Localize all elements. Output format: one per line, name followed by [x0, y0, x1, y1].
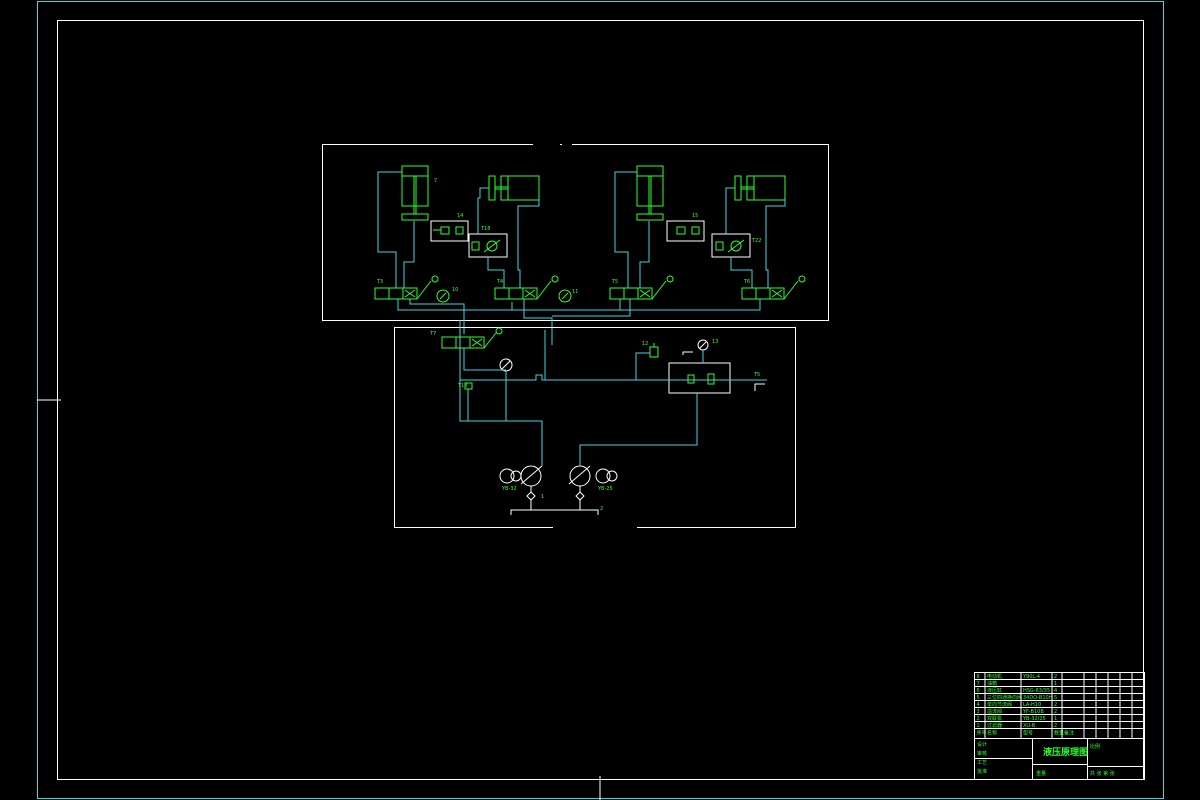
directional-valve-3: T5	[609, 275, 674, 300]
pump-left-label: YB-32	[501, 486, 517, 492]
parts-list-cell: XU-B	[1023, 723, 1036, 729]
parts-list-cell: 34DO-B10H	[1023, 695, 1053, 701]
parts-list-cell: Y90L-4	[1022, 674, 1040, 680]
gauge-2-label: 11	[572, 289, 578, 295]
directional-valve-2: T4 11	[494, 275, 578, 303]
check-1-label: 14	[457, 213, 463, 219]
parts-list-cell: 油箱	[987, 680, 997, 687]
valve-1-label: T3	[376, 279, 383, 285]
parts-list-cell: 1	[1054, 681, 1057, 687]
parts-list-cell: 2	[1054, 674, 1057, 680]
pump-right: YB-25 2	[568, 465, 618, 512]
parts-list-cell: 4	[977, 702, 980, 708]
hydraulic-cylinder-2	[488, 175, 540, 201]
parts-list-header-cell: 名称	[987, 730, 997, 737]
parts-list-cell: 过滤器	[987, 722, 1002, 729]
parts-list-cell: 5	[977, 695, 980, 701]
parts-list-cell: 2	[1054, 709, 1057, 715]
title-block-scale-label: 比例	[1090, 743, 1100, 750]
valve-4-label: T6	[743, 279, 750, 285]
tank-left-number: 1	[541, 494, 544, 500]
parts-list-cell: HSG-63/35	[1023, 688, 1050, 694]
parts-list-header-cell: 数量	[1054, 730, 1064, 737]
parts-list-header-cell: 备注	[1064, 730, 1074, 737]
parts-list-cell: LA-H10	[1023, 702, 1041, 708]
parts-list-cell: 2	[977, 716, 980, 722]
tank-line	[510, 509, 599, 515]
tank-right-number: 2	[600, 506, 603, 512]
parts-list-cell: YF-B10B	[1022, 709, 1044, 715]
parts-list-cell: 1	[977, 723, 980, 729]
parts-list-cell: 8	[977, 674, 980, 680]
relief-1-label: 12	[642, 341, 648, 347]
title-block-label: 设计	[977, 741, 987, 748]
parts-list-cell: 溢流阀	[987, 708, 1002, 715]
parts-list-header-cell: 序号	[977, 730, 987, 737]
parts-list-cell: 双联泵	[987, 715, 1002, 722]
valve-2-label: T4	[496, 279, 503, 285]
throttle-1-label: T18	[480, 226, 490, 232]
relief-2-label: 13	[712, 339, 718, 345]
parts-list-cell: YB-32/25	[1022, 716, 1046, 722]
inner-border	[57, 20, 1144, 780]
parts-list-cell: 2	[1054, 723, 1057, 729]
pressure-gauge-center	[499, 358, 513, 372]
parts-list-cell: 2	[1054, 702, 1057, 708]
pump-right-label: YB-25	[597, 486, 613, 492]
cyl-1-label: 7	[434, 178, 437, 184]
parts-list-cell: 1	[1054, 716, 1057, 722]
title-block-label: 批准	[977, 768, 987, 775]
accumulator-valve-box: T5	[668, 362, 765, 394]
lower-power-panel: T7 12 13 T5 T18	[394, 320, 796, 528]
title-block-weight-label: 重量	[1036, 770, 1046, 777]
gauge-1-label: 10	[452, 287, 458, 293]
parts-list-cell: 三位四通换向阀	[987, 694, 1022, 701]
throttle-valve-box-1: T18	[468, 226, 508, 258]
parts-list-cell: 液压缸	[987, 687, 1002, 694]
parts-list-cell: 3	[977, 709, 980, 715]
check-2-label: 15	[692, 213, 698, 219]
parts-list-cell: 单向节流阀	[987, 701, 1012, 708]
parts-list-cell: 7	[977, 681, 980, 687]
title-block-label: 工艺	[977, 760, 987, 766]
lower-pipelines	[459, 320, 767, 466]
accumulator-label: T5	[753, 372, 760, 378]
parts-list-header-cell: 型号	[1023, 730, 1033, 737]
drawing-title: 液压原理图	[1043, 746, 1088, 758]
directional-valve-4: T6	[741, 275, 806, 300]
pump-left: YB-32 1	[499, 465, 544, 501]
throttle-2-label: T22	[751, 238, 761, 244]
title-block-sheet-label: 共 张 第 张	[1090, 770, 1115, 777]
parts-list-cell: 电动机	[987, 673, 1002, 680]
check-valve-left-lower: T18	[457, 382, 473, 390]
upper-actuator-panel: 7	[322, 144, 829, 345]
lower-check-label: T18	[457, 383, 467, 389]
valve-3-label: T5	[611, 279, 618, 285]
parts-list-cell: 4	[1054, 688, 1057, 694]
parts-list-cell: 5	[1054, 695, 1057, 701]
title-block-label: 审核	[977, 750, 987, 757]
upper-pipelines	[377, 171, 786, 345]
directional-valve-5: T7	[429, 327, 503, 349]
hydraulic-cylinder-4	[734, 175, 786, 201]
parts-list-cell: 6	[977, 688, 980, 694]
directional-valve-1: T3 10	[374, 275, 458, 303]
hydraulic-cylinder-1: 7	[401, 165, 437, 221]
valve-5-label: T7	[429, 331, 436, 337]
check-valve-box-1: 14	[430, 213, 469, 242]
hydraulic-cylinder-3	[636, 165, 664, 221]
check-valve-box-2: 15	[666, 213, 705, 242]
throttle-valve-box-2: T22	[711, 233, 761, 258]
relief-valve-upper: 12 13	[642, 339, 718, 358]
